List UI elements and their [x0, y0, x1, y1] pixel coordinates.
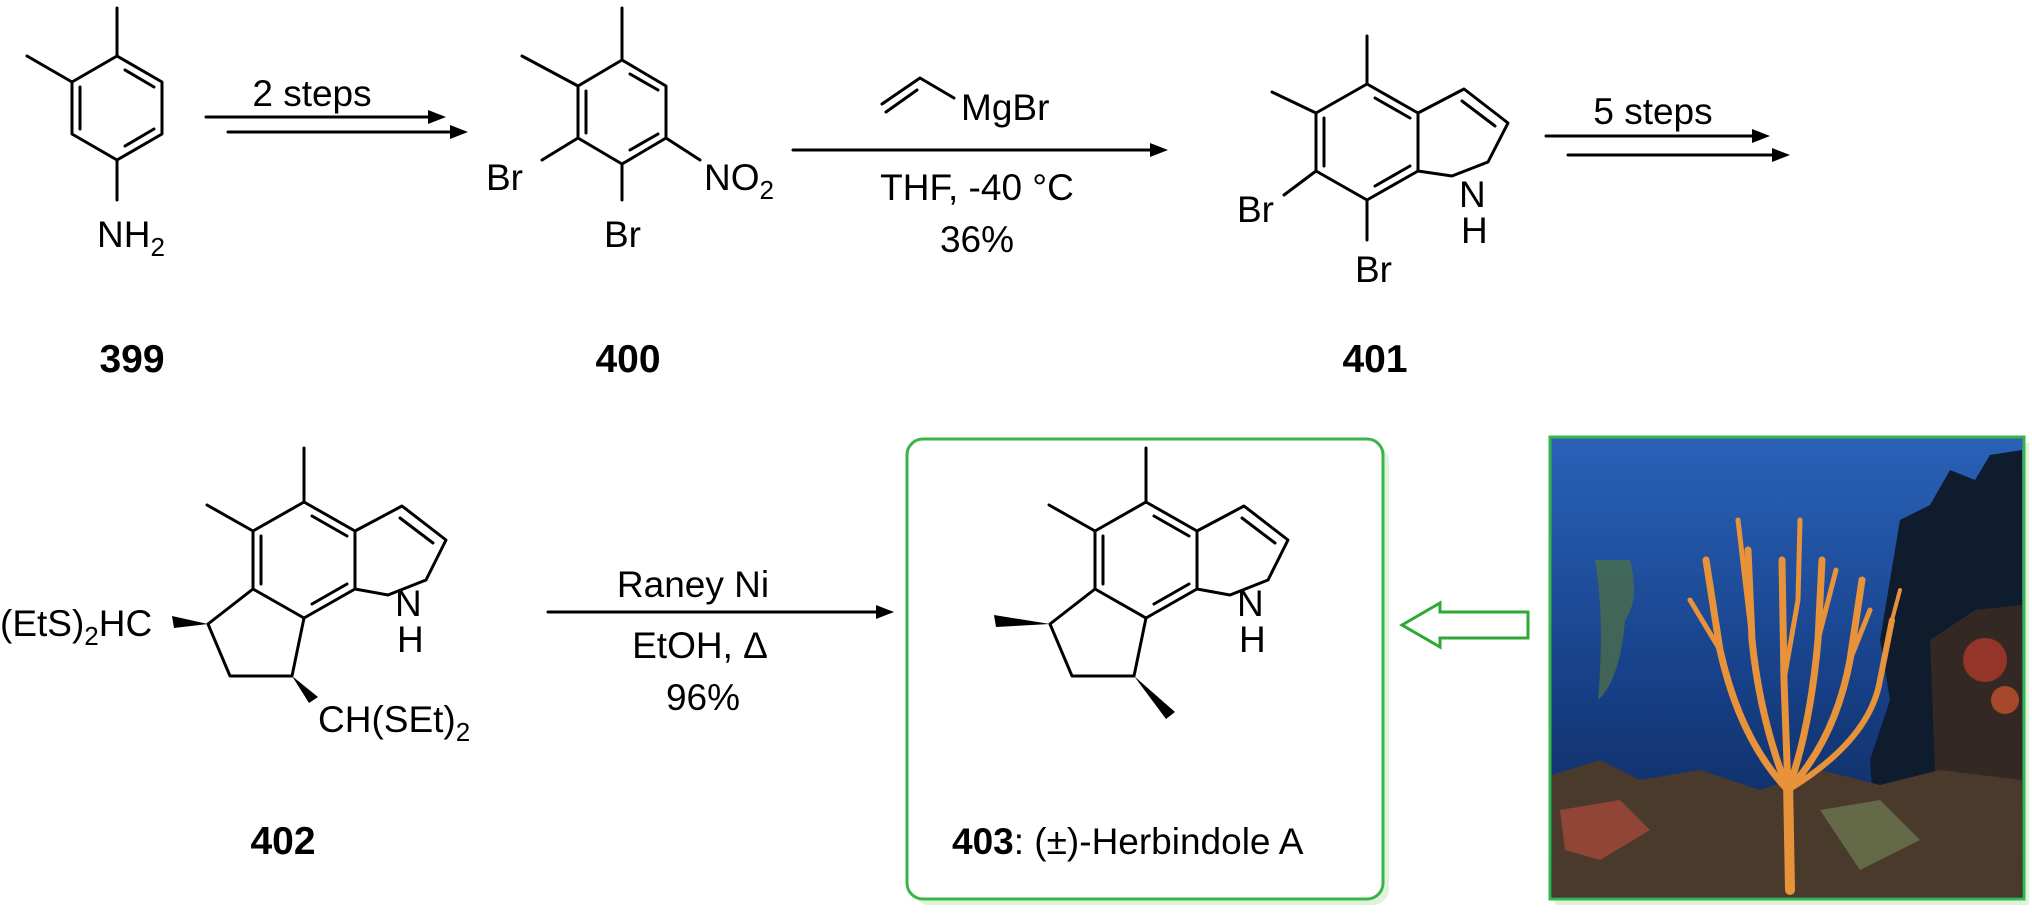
right-group-a: CH(SEt): [318, 699, 456, 740]
coral-photo: [1548, 435, 2029, 905]
br-label-1: Br: [1237, 189, 1274, 230]
compound-number-399: 399: [99, 338, 164, 381]
compound-403-caption: 403: (±)-Herbindole A: [952, 821, 1304, 862]
red-sponge: [1963, 638, 2007, 682]
nh-h-label: H: [1461, 210, 1488, 251]
nh-n-label: N: [1237, 583, 1264, 624]
green-hollow-arrow: [1399, 600, 1530, 650]
nh-n-label: N: [395, 583, 422, 624]
arrow-1-label: 2 steps: [252, 73, 371, 114]
no2-label: NO: [704, 157, 760, 198]
product-frame: [905, 437, 1385, 901]
nh-h-label: H: [397, 619, 424, 660]
br-label-2: Br: [604, 214, 641, 255]
br-label-1: Br: [486, 157, 523, 198]
left-group-sub: 2: [84, 621, 98, 651]
nh-h-label: H: [1239, 619, 1266, 660]
svg-text:(EtS)2HC: (EtS)2HC: [0, 603, 152, 651]
svg-text:NO2: NO2: [704, 157, 774, 205]
coral-branches: [1687, 517, 1902, 895]
br-label-2: Br: [1355, 249, 1392, 290]
left-group-a: (EtS): [0, 603, 84, 644]
compound-401-structure: Br Br N H: [1237, 34, 1510, 290]
svg-text:CH(SEt)2: CH(SEt)2: [318, 699, 470, 747]
compound-number-401: 401: [1342, 338, 1407, 381]
arrow-2-conditions: THF, -40 °C: [880, 167, 1074, 208]
red-sponge: [1991, 686, 2019, 714]
arrow-vinyl-grignard: MgBr THF, -40 °C 36%: [791, 76, 1168, 260]
seaweed-left: [1595, 560, 1634, 700]
reef-bottom-color: [1820, 800, 1920, 870]
right-group-sub: 2: [456, 717, 470, 747]
reef-bottom-color: [1560, 800, 1650, 860]
compound-402-structure: (EtS)2HC CH(SEt)2 N H: [0, 446, 470, 747]
nh2-subscript: 2: [150, 232, 164, 262]
compound-number-403: 403: [952, 821, 1014, 862]
arrow-2-yield: 36%: [940, 219, 1014, 260]
arrow-2-steps: 2 steps: [204, 73, 468, 139]
reagent-mgbr: MgBr: [961, 87, 1049, 128]
arrow-5-steps: 5 steps: [1544, 91, 1790, 162]
svg-text:NH2: NH2: [97, 214, 165, 262]
nh2-label: NH: [97, 214, 150, 255]
compound-number-400: 400: [595, 338, 660, 381]
left-group-b: HC: [99, 603, 152, 644]
compound-399-structure: NH2: [25, 6, 165, 262]
compound-400-structure: Br Br NO2: [486, 6, 774, 255]
arrow-4-yield: 96%: [666, 677, 740, 718]
arrow-raney-ni: Raney Ni EtOH, Δ 96%: [546, 564, 894, 718]
no2-subscript: 2: [760, 175, 774, 205]
compound-number-402: 402: [250, 820, 315, 863]
arrow-3-label: 5 steps: [1593, 91, 1712, 132]
compound-403-structure: N H: [994, 446, 1290, 719]
arrow-4-reagent: Raney Ni: [617, 564, 769, 605]
arrow-4-conditions: EtOH, Δ: [632, 625, 768, 666]
nh-n-label: N: [1459, 174, 1486, 215]
compound-403-name: : (±)-Herbindole A: [1014, 821, 1304, 862]
